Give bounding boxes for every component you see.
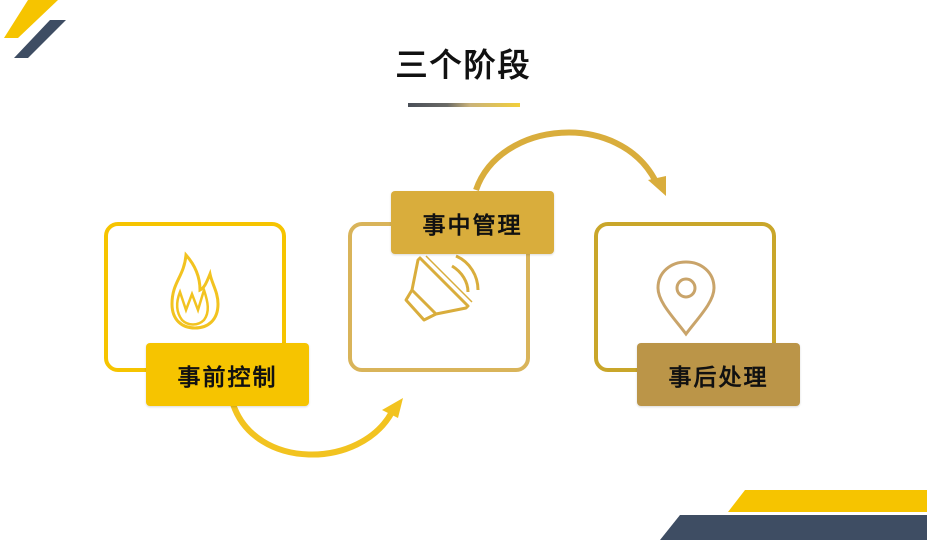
- flame-icon: [170, 251, 220, 330]
- stage-label-1: 事前控制: [146, 343, 309, 406]
- bottom-band-yellow: [728, 490, 927, 512]
- page-title: 三个阶段: [395, 46, 532, 84]
- speaker-icon: [404, 254, 480, 322]
- arrow-curve-2-to-3: [473, 129, 659, 192]
- location-pin-icon: [656, 260, 716, 337]
- arrowhead-1: [382, 398, 403, 418]
- stage-label-2: 事中管理: [391, 191, 554, 254]
- corner-stripe-navy: [14, 20, 66, 58]
- bottom-band-navy: [660, 515, 927, 540]
- corner-stripe-yellow: [4, 0, 58, 38]
- stage-label-3: 事后处理: [637, 343, 800, 406]
- title-underline: [408, 103, 520, 107]
- arrow-curve-1-to-2: [230, 402, 395, 458]
- arrowhead-2: [648, 176, 666, 196]
